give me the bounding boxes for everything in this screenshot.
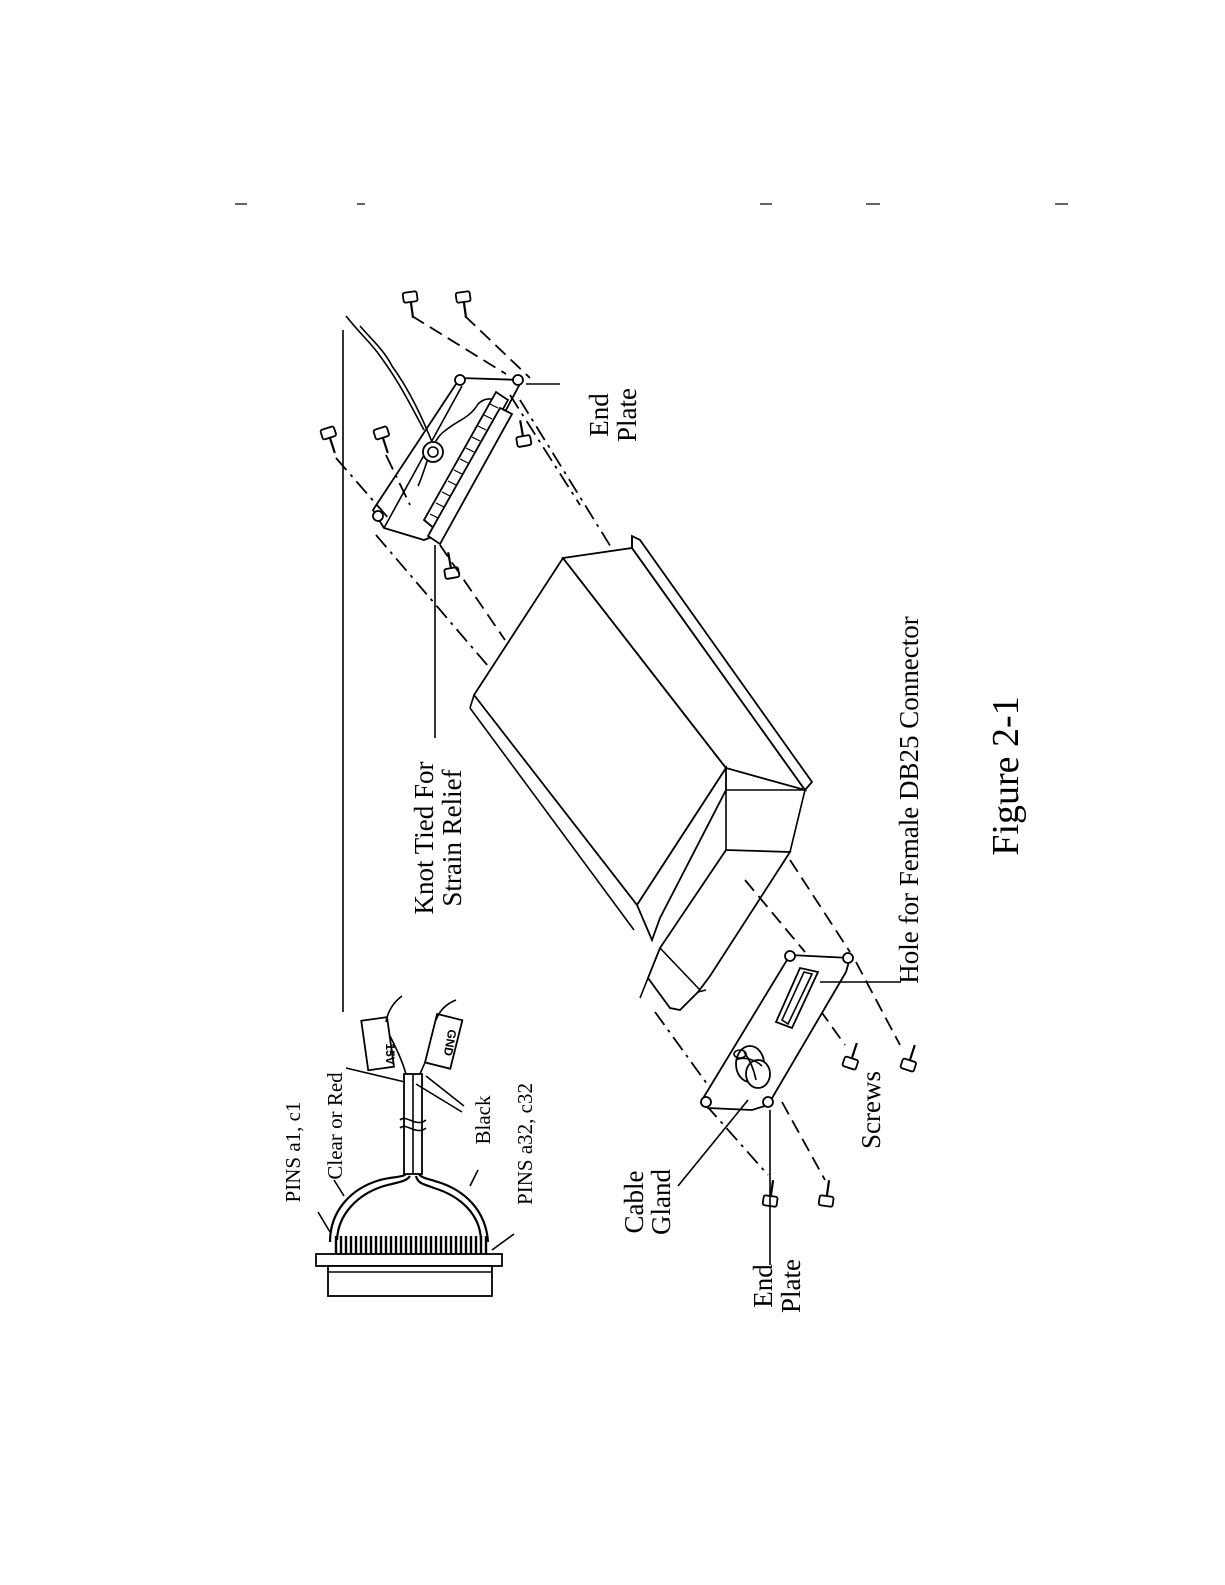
housing-box — [470, 536, 812, 1010]
label-cable-gland-line1: Cable — [619, 1170, 649, 1233]
label-pins-a32-c32: PINS a32, c32 — [513, 1083, 537, 1205]
label-cable-gland-line2: Gland — [646, 1169, 676, 1235]
end-plate-top — [346, 316, 523, 544]
label-knot-line1: Knot Tied For — [409, 761, 439, 914]
label-end-plate-bottom-line1: End — [748, 1264, 778, 1308]
label-clear-or-red: Clear or Red — [323, 1072, 347, 1180]
label-hole-db25: Hole for Female DB25 Connector — [894, 616, 924, 983]
end-plate-bottom — [701, 951, 853, 1110]
tag-15v: 15V — [383, 1043, 397, 1064]
label-pins-a1-c1: PINS a1, c1 — [281, 1102, 305, 1203]
label-end-plate-top-line1: End — [584, 393, 614, 437]
label-black: Black — [471, 1095, 495, 1144]
label-end-plate-top-line2: Plate — [612, 388, 642, 442]
figure-caption: Figure 2-1 — [985, 696, 1027, 855]
label-knot-line2: Strain Relief — [437, 769, 467, 906]
label-end-plate-bottom-line2: Plate — [776, 1259, 806, 1313]
label-screws: Screws — [856, 1071, 886, 1149]
